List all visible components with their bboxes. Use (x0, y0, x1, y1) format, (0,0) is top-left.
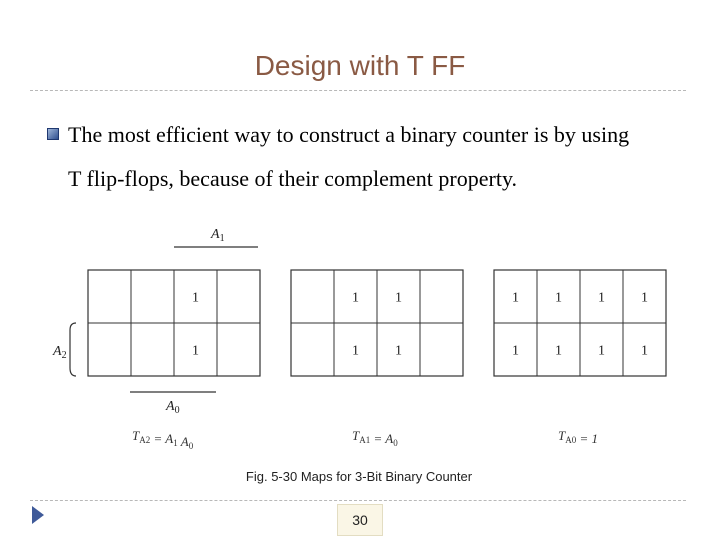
a2-bracket (69, 322, 77, 377)
kmap-cell-value: 1 (512, 344, 519, 359)
kmap-cell-value: 1 (641, 291, 648, 306)
map-labels: A1 A2 A0 (52, 227, 258, 416)
a2-label: A2 (52, 344, 67, 361)
bullet-text-line-1: The most efficient way to construct a bi… (68, 122, 630, 147)
a1-label: A1 (210, 227, 225, 244)
footer-divider (30, 500, 686, 501)
figure-caption: Fig. 5-30 Maps for 3-Bit Binary Counter (246, 469, 473, 484)
kmap-cell-value: 1 (395, 344, 402, 359)
kmap-cell-value: 1 (512, 291, 519, 306)
a0-label: A0 (165, 399, 180, 416)
kmap-cell-value: 1 (555, 291, 562, 306)
kmap-cell-value: 1 (352, 291, 359, 306)
kmap-cell-value: 1 (192, 291, 199, 306)
kmap-cell-value: 1 (395, 291, 402, 306)
kmap-equation: TA2 = A1 A0 (132, 428, 194, 451)
kmap-cell-value: 1 (598, 291, 605, 306)
next-slide-arrow-icon[interactable] (32, 506, 44, 524)
kmap-equation: TA1 = A0 (352, 428, 398, 448)
kmap-cell-value: 1 (555, 344, 562, 359)
kmap-cell-value: 1 (641, 344, 648, 359)
title-divider (30, 90, 686, 91)
kmap-equation: TA0 = 1 (558, 428, 598, 446)
page-number: 30 (337, 504, 383, 536)
bullet-text-line-2: T flip-flops, because of their complemen… (68, 166, 518, 191)
kmap-cell-value: 1 (598, 344, 605, 359)
bullet-icon (47, 128, 59, 140)
kmap-cell-value: 1 (352, 344, 359, 359)
kmap-cell-value: 1 (192, 344, 199, 359)
slide-title: Design with T FF (254, 50, 466, 81)
